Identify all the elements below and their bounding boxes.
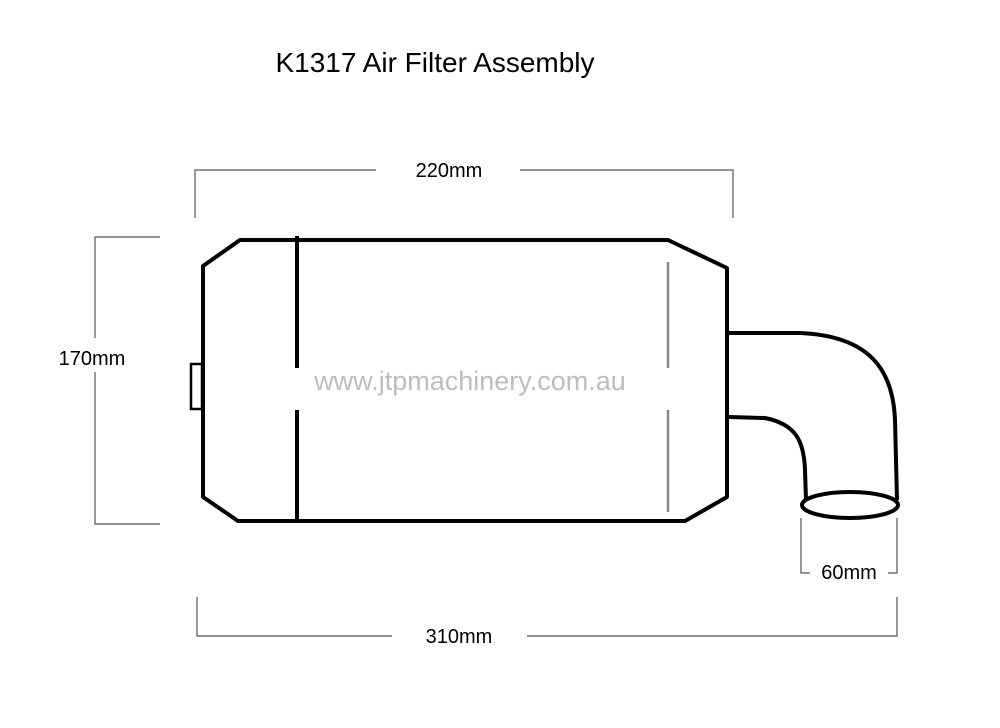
dimension-label-height: 170mm — [59, 348, 126, 370]
dimension-label-length: 310mm — [426, 626, 493, 648]
dimension-label-outlet: 60mm — [821, 562, 877, 584]
diagram-title: K1317 Air Filter Assembly — [275, 47, 594, 78]
filter-body-outline — [201, 238, 729, 523]
dimension-170 — [94, 236, 160, 525]
outlet-pipe-opening — [800, 490, 900, 520]
outlet-pipe-inner — [728, 415, 808, 501]
dimension-label-width: 220mm — [416, 160, 483, 182]
watermark: www.jtpmachinery.com.au — [313, 366, 626, 396]
dimension-310 — [196, 597, 898, 637]
dimension-60 — [800, 518, 898, 574]
end-cap-knob — [189, 362, 204, 411]
outlet-pipe-outer — [729, 331, 899, 501]
dimension-220 — [194, 169, 734, 218]
